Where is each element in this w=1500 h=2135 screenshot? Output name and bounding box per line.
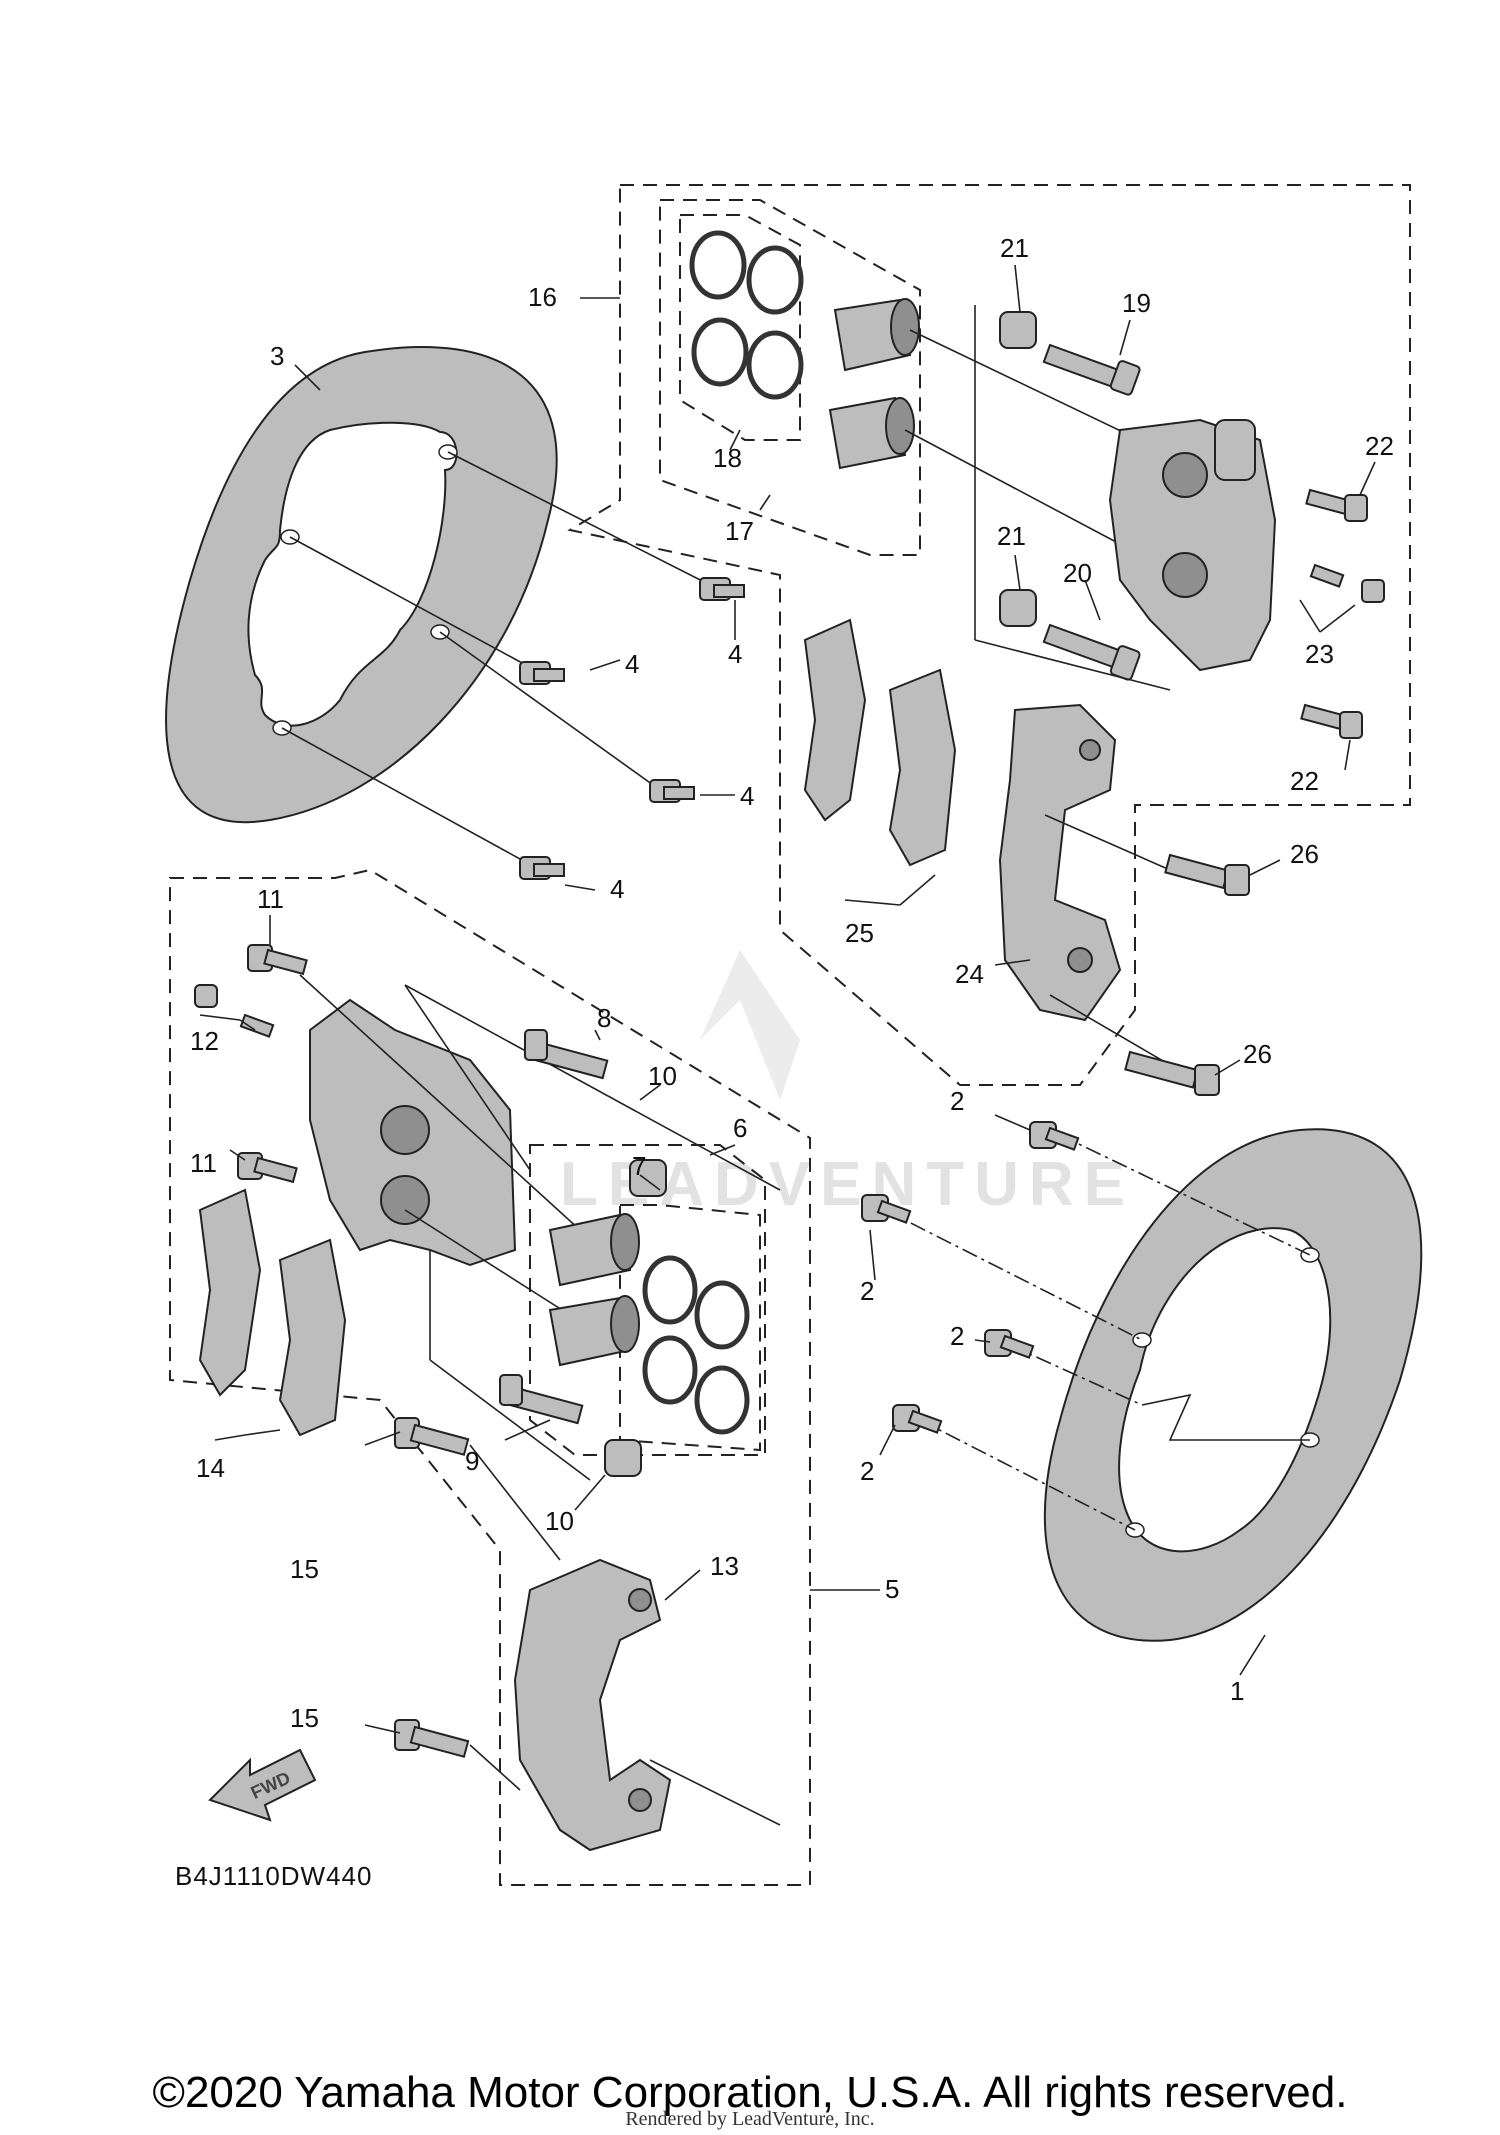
group-18-outline: [679, 214, 801, 441]
callout-1: 1: [1230, 1676, 1244, 1706]
callout-labels: 1 2 2 2 2 3 4 4 4 4 5 6 7 8 9 10 10 11 1…: [190, 233, 1394, 1733]
callout-6: 6: [733, 1113, 747, 1143]
group-7-outline: [619, 1204, 761, 1452]
callout-4: 4: [610, 874, 624, 904]
slide-pin-19: [1042, 343, 1141, 396]
group-17-outline: [659, 199, 921, 556]
bolt-11: [237, 944, 308, 1184]
callout-22: 22: [1290, 766, 1319, 796]
front-caliper-body: [309, 998, 517, 1267]
brake-pads-25: [803, 618, 957, 867]
callout-25: 25: [845, 918, 874, 948]
brake-pads-14: [198, 1188, 347, 1437]
callout-18: 18: [713, 443, 742, 473]
bleed-screw-23: [1309, 563, 1385, 603]
callout-21: 21: [997, 521, 1026, 551]
callout-2: 2: [950, 1321, 964, 1351]
callout-4: 4: [728, 639, 742, 669]
slide-pin-9: [499, 1374, 584, 1425]
callout-10: 10: [545, 1506, 574, 1536]
callout-15: 15: [290, 1703, 319, 1733]
callout-10: 10: [648, 1061, 677, 1091]
group-5-outline: [169, 868, 811, 1886]
callout-11: 11: [190, 1148, 217, 1178]
bolt-15: [394, 1417, 470, 1758]
callout-11: 11: [257, 884, 284, 914]
callout-7: 7: [632, 1151, 646, 1181]
rendered-by-note: Rendered by LeadVenture, Inc.: [625, 2108, 875, 2130]
callout-5: 5: [885, 1574, 899, 1604]
group-16-outline: [567, 184, 1411, 1086]
group-6-outline: [529, 1144, 766, 1456]
rear-caliper-body: [1108, 418, 1277, 672]
callout-13: 13: [710, 1551, 739, 1581]
callout-16: 16: [528, 282, 557, 312]
pistons-6: [548, 1213, 640, 1367]
brake-disc-front: [1043, 1128, 1423, 1642]
piston-seals-18: [689, 230, 804, 400]
callout-2: 2: [860, 1456, 874, 1486]
callout-22: 22: [1365, 431, 1394, 461]
callout-9: 9: [465, 1446, 479, 1476]
piston-seals-7: [642, 1255, 750, 1435]
caliper-bracket-13: [513, 1558, 672, 1852]
slide-pin-8: [524, 1029, 609, 1080]
callout-3: 3: [270, 341, 284, 371]
disc-bolt-4: [519, 577, 745, 880]
callout-2: 2: [950, 1086, 964, 1116]
callout-12: 12: [190, 1026, 219, 1056]
callout-4: 4: [740, 781, 754, 811]
boot-21: [999, 311, 1037, 627]
callout-17: 17: [725, 516, 754, 546]
callout-leaders: [199, 264, 1376, 1734]
callout-2: 2: [860, 1276, 874, 1306]
slide-pin-20: [1042, 623, 1141, 681]
fwd-arrow: FWD: [208, 1748, 317, 1822]
callout-23: 23: [1305, 639, 1334, 669]
callout-14: 14: [196, 1453, 225, 1483]
callout-15: 15: [290, 1554, 319, 1584]
callout-4: 4: [625, 649, 639, 679]
callout-26: 26: [1290, 839, 1319, 869]
callout-19: 19: [1122, 288, 1151, 318]
caliper-bracket-24: [998, 703, 1122, 1022]
callout-8: 8: [597, 1003, 611, 1033]
bolt-22: [1300, 488, 1368, 739]
brake-disc-rear: [165, 346, 558, 823]
copyright-notice: ©2020 Yamaha Motor Corporation, U.S.A. A…: [152, 2068, 1348, 2117]
bleed-screw-12: [194, 984, 275, 1038]
callout-24: 24: [955, 959, 984, 989]
diagram-code: B4J1110DW440: [175, 1861, 372, 1891]
callout-26: 26: [1243, 1039, 1272, 1069]
callout-21: 21: [1000, 233, 1029, 263]
disc-bolt-2: [861, 1121, 1080, 1434]
pistons-17: [828, 298, 920, 470]
callout-20: 20: [1063, 558, 1092, 588]
bolt-26: [1124, 853, 1250, 1096]
